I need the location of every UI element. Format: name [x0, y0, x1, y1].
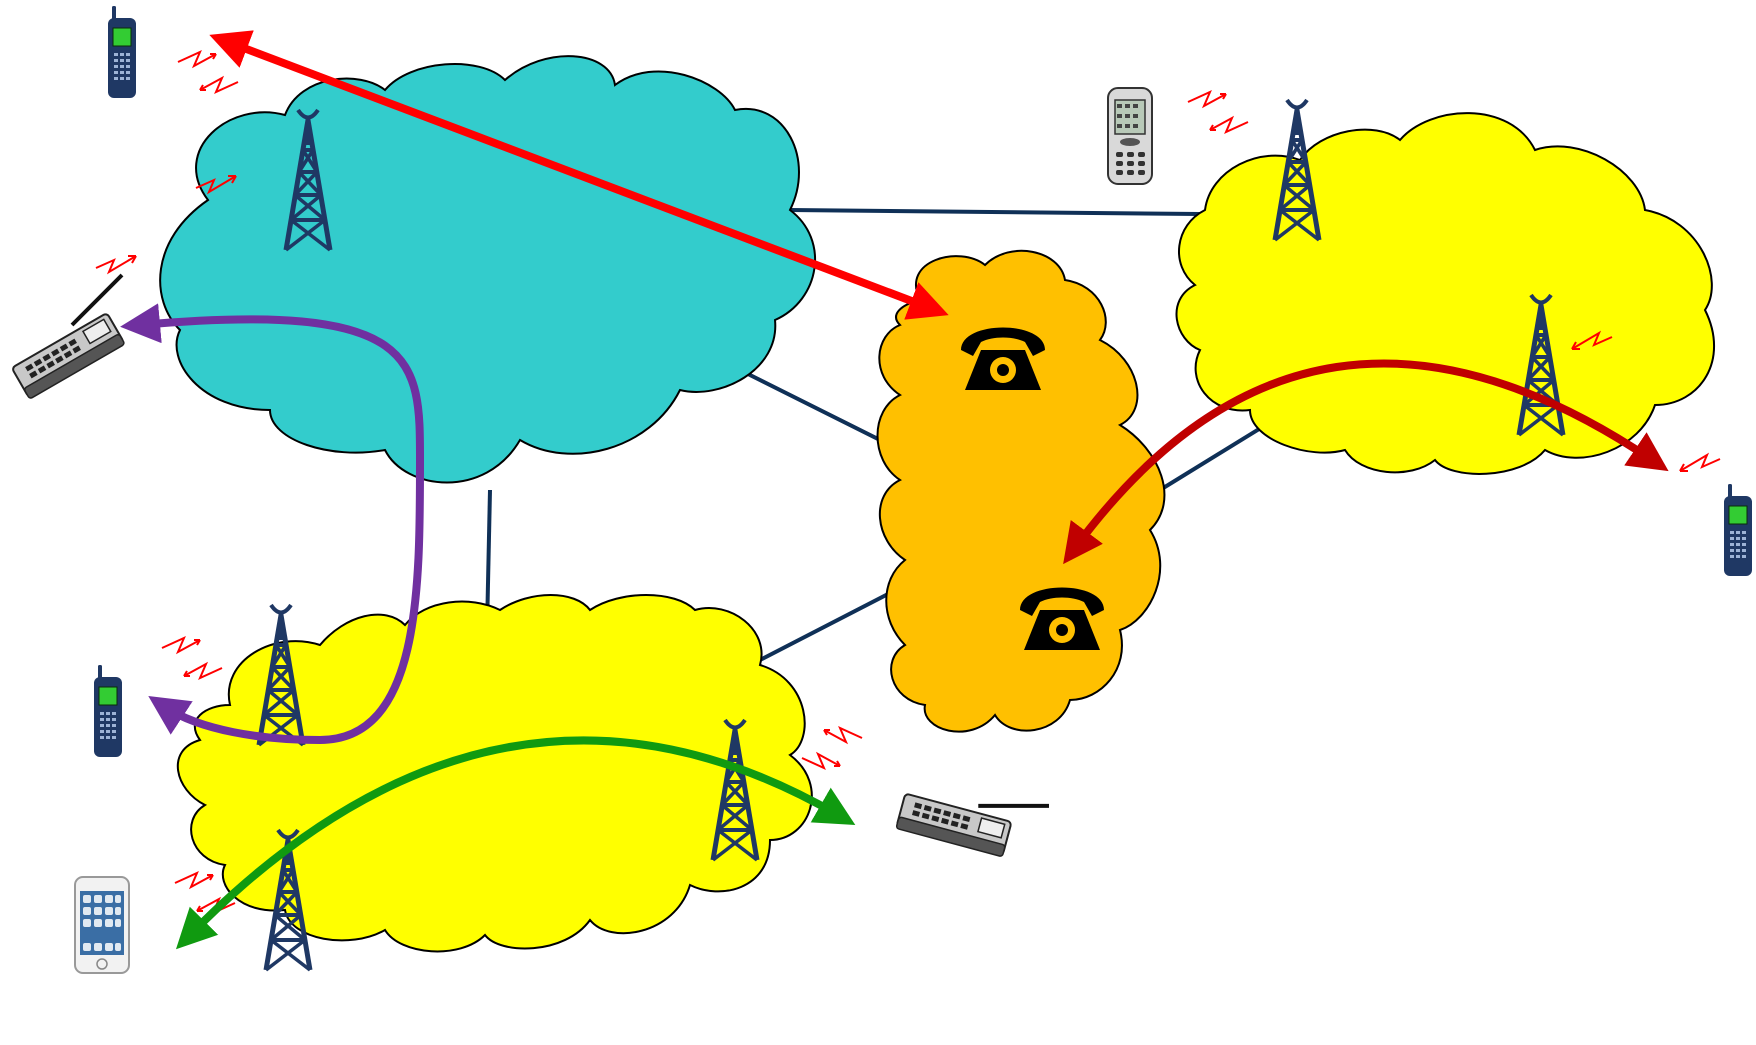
link-cyan-yellow-right: [789, 208, 1201, 216]
cloud-yellow-right: [1175, 112, 1716, 475]
wireless-signal-icon: [161, 637, 223, 679]
wireless-signal-icon: [95, 255, 137, 273]
satellite-phone-icon: [883, 728, 1051, 896]
satellite-phone-icon: [9, 273, 127, 402]
wireless-signal-icon: [801, 727, 863, 769]
call-path-green: [175, 736, 856, 950]
smartphone-icon: [74, 876, 130, 974]
call-path-darkred: [1063, 359, 1669, 565]
link-cyan-orange: [719, 358, 901, 452]
call-path-purple: [120, 303, 425, 745]
cell-phone-icon: [1723, 483, 1753, 577]
call-path-red: [209, 30, 949, 320]
cell-phone-icon: [93, 664, 123, 758]
wireless-signal-icon: [177, 51, 239, 93]
wireless-signal-icon: [1679, 454, 1721, 472]
cloud-cyan: [159, 55, 816, 484]
pda-phone-icon: [1107, 87, 1153, 185]
wireless-signal-icon: [1187, 91, 1249, 133]
cell-phone-icon: [107, 5, 137, 99]
